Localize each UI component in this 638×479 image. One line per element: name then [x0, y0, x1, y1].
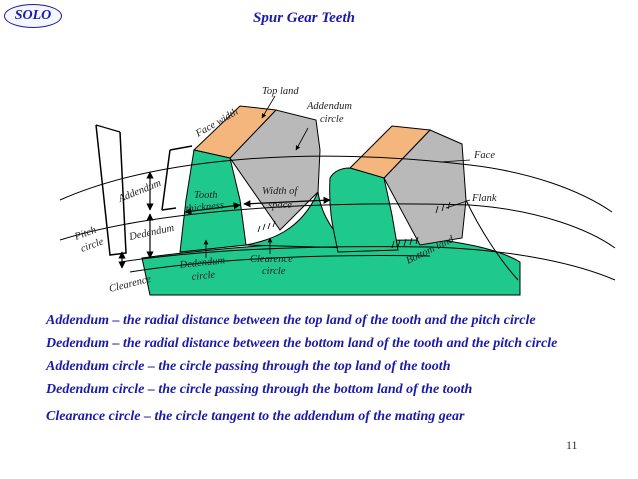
gear-body-front — [141, 239, 521, 296]
face-leader — [439, 159, 471, 163]
addendum-circle-arc — [59, 155, 613, 213]
page-title: Spur Gear Teeth — [253, 10, 355, 26]
clearance-circle-arc — [119, 246, 616, 281]
label-addendum-circle-1: Addendum — [306, 101, 352, 112]
label-flank: Flank — [471, 193, 497, 204]
label-width-of-space-2: space — [268, 200, 292, 211]
tooth-2-front — [329, 167, 399, 253]
flank-leader — [445, 199, 471, 209]
mating-gear-outline — [95, 124, 127, 256]
definition-clearance-circle: Clearance circle – the circle tangent to… — [46, 409, 465, 424]
label-dedendum-circle-2: circle — [191, 270, 216, 283]
addendum-circle-leader — [295, 127, 309, 151]
pitch-circle-arc — [59, 203, 616, 249]
label-dedendum-circle-1: Dedendum — [178, 255, 226, 271]
label-clearence: Clearence — [108, 274, 152, 295]
solo-badge: SOLO — [4, 4, 62, 28]
label-dedendum: Dedendum — [127, 223, 175, 244]
page-number: 11 — [566, 438, 578, 452]
label-width-of-space-1: Width of — [262, 186, 299, 197]
label-face: Face — [473, 150, 495, 161]
bottom-land-hatching — [257, 201, 451, 249]
label-top-land: Top land — [262, 86, 299, 97]
label-clearence-circle-2: circle — [262, 266, 286, 277]
gear-right-edge — [465, 199, 519, 281]
label-clearence-circle-1: Clearence — [250, 254, 293, 265]
width-of-space-arrow — [243, 196, 331, 208]
label-tooth-thickness-2: thickness — [185, 200, 224, 215]
definitions-list: Addendum – the radial distance between t… — [46, 309, 636, 428]
top-land-leader — [261, 95, 276, 119]
face-width-bracket — [161, 145, 193, 211]
label-tooth-thickness-1: Tooth — [194, 190, 218, 201]
definition-dedendum-circle: Dedendum circle – the circle passing thr… — [46, 382, 473, 397]
tooth-thickness-arrow — [184, 202, 241, 215]
label-addendum-circle-2: circle — [320, 114, 344, 125]
definition-addendum-circle: Addendum circle – the circle passing thr… — [46, 359, 451, 374]
definition-dedendum: Dedendum – the radial distance between t… — [46, 336, 558, 351]
dedendum-circle-arc — [129, 255, 431, 273]
definition-addendum: Addendum – the radial distance between t… — [46, 313, 536, 328]
spur-gear-diagram: Top land Addendum circle Face width Face… — [59, 86, 616, 296]
